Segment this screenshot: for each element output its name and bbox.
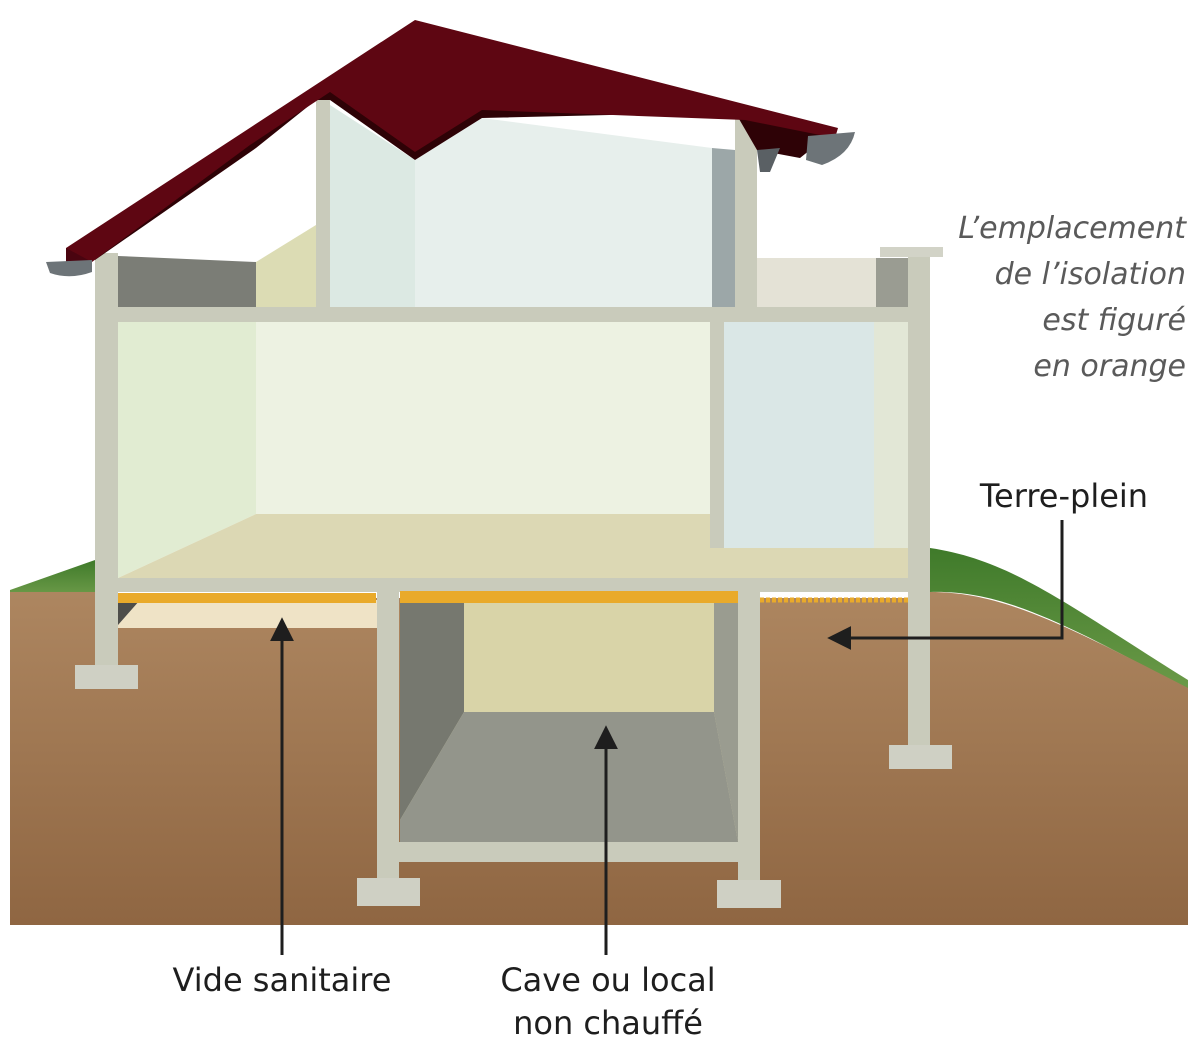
footing-right <box>889 745 952 769</box>
upper-room-left-wall <box>330 105 415 307</box>
foundations <box>75 590 952 769</box>
gutter-left <box>46 260 92 277</box>
right-room-back-wall <box>724 322 874 548</box>
footing-left <box>75 665 138 689</box>
attic-stud-right <box>735 112 757 307</box>
grass-right <box>930 548 1188 690</box>
crawl-space-shadow <box>118 600 140 625</box>
arrow-terre-plein <box>827 520 1064 650</box>
cellar-left-wall <box>400 603 464 820</box>
upper-room-back-wall <box>415 118 712 307</box>
footing-cellar-left <box>357 878 420 906</box>
cellar-right-wall <box>714 603 738 842</box>
label-cave-line-2: non chauffé <box>513 1004 703 1042</box>
upper-room-right-wall <box>712 148 735 307</box>
crawl-space <box>118 600 378 628</box>
ground-floor <box>95 320 930 592</box>
note-line-2: de l’isolation <box>995 257 1186 292</box>
footing-cellar-right <box>717 880 781 908</box>
right-room-side-wall <box>874 322 908 548</box>
upper-floor-slab <box>95 307 930 322</box>
terrace-side-wall <box>876 258 908 307</box>
upper-floor <box>95 100 943 593</box>
roof <box>46 20 855 277</box>
upper-wall-post-left <box>95 253 118 593</box>
parapet-cap <box>880 247 943 257</box>
cellar-wall-right <box>738 590 760 880</box>
label-terre-plein: Terre-plein <box>979 477 1148 515</box>
crawl-space-void <box>118 600 378 628</box>
note-line-1: L’emplacement <box>958 211 1187 246</box>
attic-sloped-wall <box>256 225 316 307</box>
upper-wall-post-right <box>908 250 930 592</box>
partition-wall <box>710 320 724 548</box>
floor-slab <box>95 578 930 592</box>
cellar-slab <box>378 842 760 862</box>
gutter-right <box>806 132 855 165</box>
foundation-post-left <box>95 590 118 670</box>
cellar-floor <box>400 712 738 842</box>
label-cave-line-1: Cave ou local <box>500 961 715 999</box>
attic-left-wall <box>118 256 256 307</box>
label-vide-sanitaire: Vide sanitaire <box>173 961 392 999</box>
ground-floor-left-wall <box>118 322 256 578</box>
note-line-3: est figuré <box>1042 303 1186 338</box>
insulation-cellar <box>400 591 738 603</box>
roof-eave-left <box>66 248 92 262</box>
grass-left <box>10 560 95 595</box>
cellar-wall-left <box>377 590 399 880</box>
note-line-4: en orange <box>1033 349 1186 384</box>
foundation-post-right <box>908 590 930 750</box>
insulation-crawl-space <box>118 593 376 603</box>
insulation-note: L’emplacement de l’isolation est figuré … <box>958 211 1187 384</box>
insulation <box>118 591 908 603</box>
roof-surface <box>66 20 838 262</box>
terrace-back-wall <box>757 258 882 307</box>
attic-stud-left <box>316 100 330 307</box>
cellar <box>357 590 781 908</box>
pointer-arrows <box>270 520 1064 955</box>
gutter-bracket-right <box>757 148 780 172</box>
